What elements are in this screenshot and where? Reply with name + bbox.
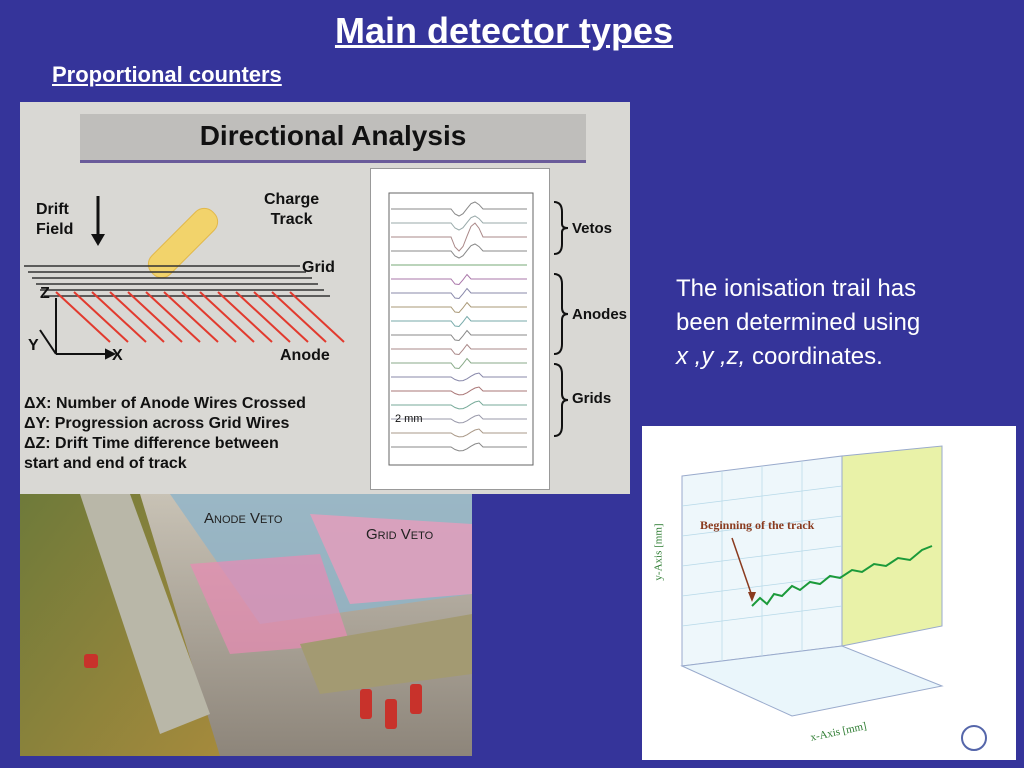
- y-axis-label: y-Axis [mm]: [652, 523, 665, 581]
- definitions-list: ΔX: Number of Anode Wires Crossed ΔY: Pr…: [24, 394, 306, 474]
- waveform-trace: [391, 329, 527, 342]
- detector-photo: Anode Veto Grid Veto: [20, 494, 472, 756]
- trace-group-vetos: Vetos: [572, 220, 613, 237]
- track-3d-plot-svg: [680, 445, 987, 751]
- slide-subtitle: Proportional counters: [52, 62, 282, 87]
- anode-wires: [55, 291, 345, 343]
- waveform-traces-plot: [388, 192, 534, 466]
- waveform-frame: [388, 192, 534, 466]
- waveform-trace: [391, 343, 527, 356]
- waveform-trace: [391, 372, 527, 382]
- charge-track-shape: [147, 207, 219, 279]
- trace-group-anodes: Anodes: [572, 306, 628, 323]
- body-line-2: been determined using: [676, 309, 921, 336]
- waveform-trace: [391, 442, 527, 452]
- anode-veto-label: Anode Veto: [204, 510, 283, 527]
- trace-group-grids: Grids: [572, 390, 612, 407]
- waveform-traces: 2 mm: [370, 168, 550, 490]
- body-line-3-rest: coordinates.: [745, 343, 883, 370]
- plot-gridlines: [681, 461, 843, 661]
- axis-x-label: X: [112, 347, 123, 364]
- figure-title: Directional Analysis: [199, 120, 467, 151]
- axis-z-label: Z: [40, 285, 50, 302]
- axis-y-label: Y: [28, 337, 39, 354]
- definition-dz: ΔZ: Drift Time difference between: [24, 435, 279, 452]
- waveform-trace: [391, 243, 527, 259]
- waveform-trace: [391, 428, 527, 438]
- waveform-trace: [391, 414, 527, 424]
- annotation-arrow-icon: [731, 537, 753, 597]
- wire-chamber-diagram: [24, 207, 345, 360]
- waveform-trace: [391, 301, 527, 314]
- slide-title: Main detector types: [334, 10, 674, 51]
- waveform-trace: [391, 400, 527, 410]
- track-3d-plot: Beginning of the track x-Axis [mm] y-Axi…: [642, 426, 1016, 760]
- drift-arrow-icon: [91, 196, 105, 246]
- waveform-trace: [391, 357, 527, 370]
- directional-analysis-figure: Directional Analysis Drift Field Charge …: [20, 102, 630, 494]
- charge-track-label-line2: Track: [270, 211, 313, 228]
- definition-dz-cont: start and end of track: [24, 455, 187, 472]
- grid-label: Grid: [302, 259, 335, 276]
- body-line-1: The ionisation trail has: [676, 275, 917, 302]
- charge-track-label: Charge Track: [264, 190, 319, 230]
- scale-label: 2 mm: [395, 413, 423, 425]
- waveform-trace: [391, 287, 527, 300]
- ionisation-track-line: [751, 545, 933, 607]
- waveform-trace: [391, 273, 527, 286]
- drift-field-label-line1: Drift: [36, 201, 69, 218]
- figure-header-bar: Directional Analysis: [80, 114, 586, 163]
- grid-veto-label: Grid Veto: [366, 526, 434, 543]
- axes-icon: [39, 298, 117, 360]
- plot-logo-icon: [961, 725, 987, 751]
- anode-label: Anode: [280, 347, 330, 364]
- waveform-trace: [391, 386, 527, 396]
- drift-field-label: Drift Field: [36, 200, 73, 240]
- waveform-trace: [391, 215, 527, 231]
- grid-wires: [24, 265, 330, 297]
- definition-dx: ΔX: Number of Anode Wires Crossed: [24, 395, 306, 412]
- slide-body-text: The ionisation trail has been determined…: [676, 272, 996, 374]
- waveform-trace: [391, 222, 527, 252]
- trace-group-braces: [553, 201, 569, 437]
- body-line-3: x ,y ,z, coordinates.: [676, 340, 996, 374]
- track-start-annotation: Beginning of the track: [700, 518, 815, 532]
- definition-dy: ΔY: Progression across Grid Wires: [24, 415, 290, 432]
- charge-track-label-line1: Charge: [264, 191, 320, 208]
- waveform-trace: [391, 201, 527, 217]
- waveform-trace: [391, 315, 527, 328]
- drift-field-label-line2: Field: [36, 221, 74, 238]
- body-coordinates-italic: x ,y ,z,: [676, 343, 746, 370]
- detector-photo-illustration: [20, 494, 472, 756]
